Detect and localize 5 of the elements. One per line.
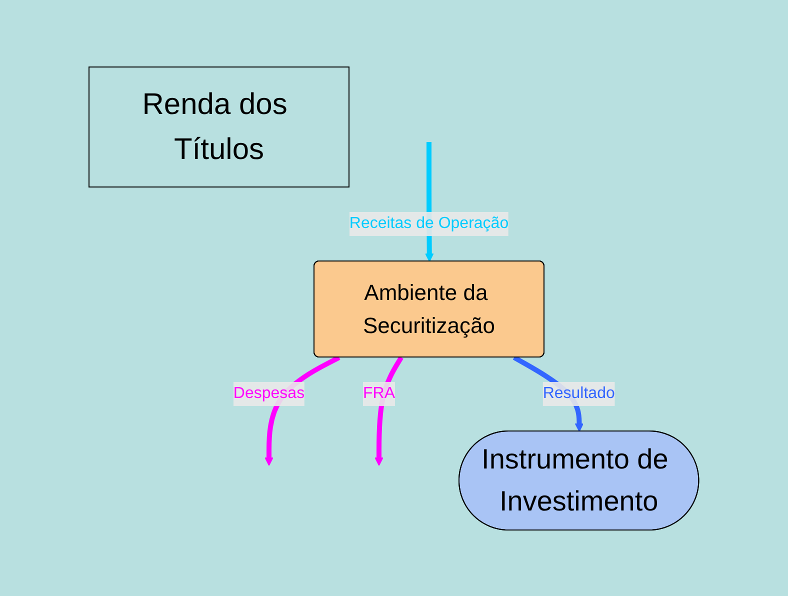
node-box: Renda dos Títulos	[88, 66, 350, 187]
edge-label: Receitas de Operação	[350, 214, 509, 232]
edge-label: FRA	[363, 384, 396, 402]
edge-label: Despesas	[234, 384, 305, 402]
edge-label: Resultado	[542, 384, 616, 402]
